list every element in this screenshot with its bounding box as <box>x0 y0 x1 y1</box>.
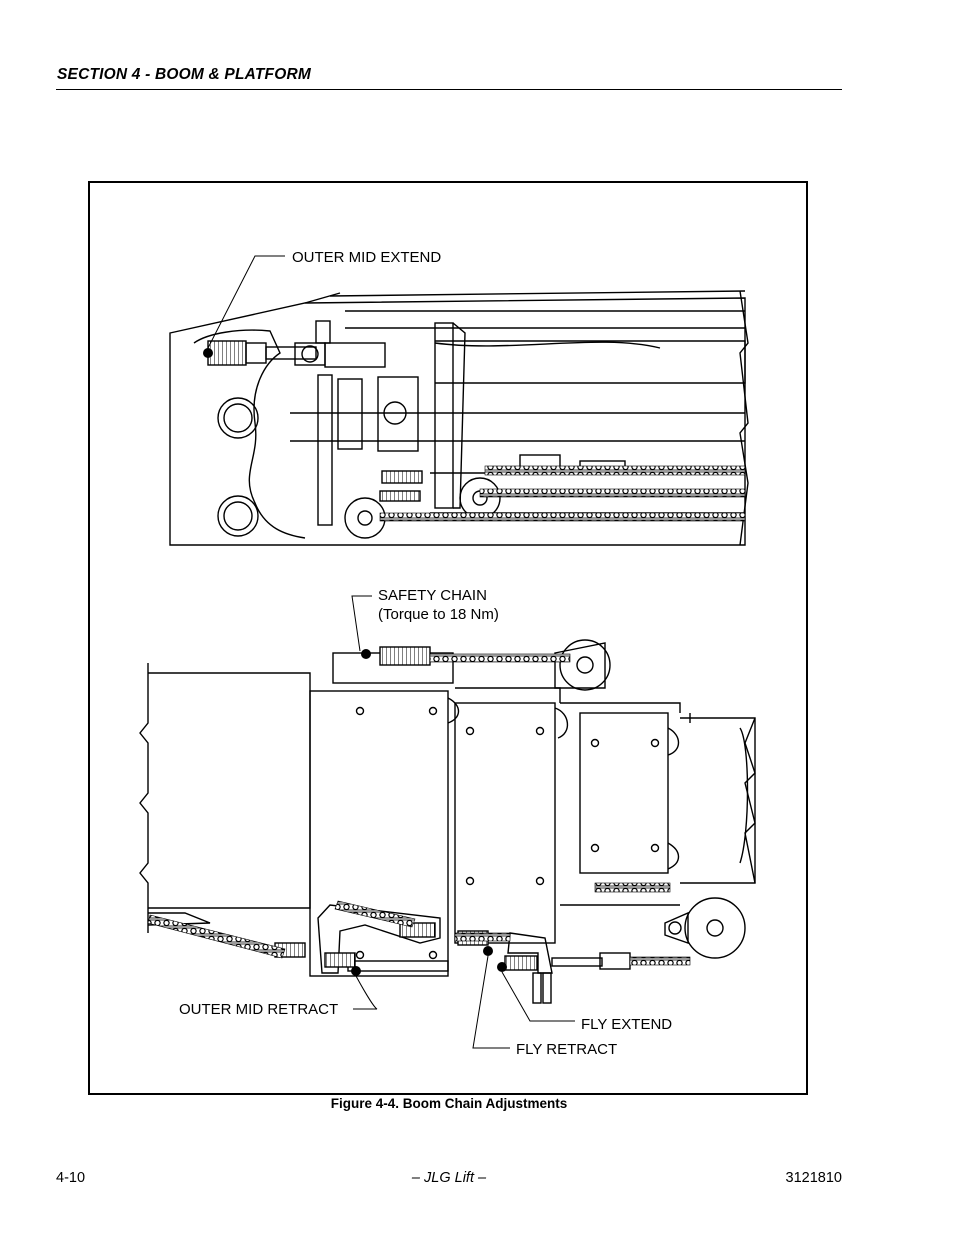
document-number: 3121810 <box>785 1170 842 1186</box>
boom-chain-diagram: OUTER MID EXTEND SAFETY CHAIN (Torque to… <box>139 249 756 1058</box>
section-header: SECTION 4 - BOOM & PLATFORM <box>57 66 311 83</box>
top-boom-drawing <box>169 290 749 546</box>
page-number: 4-10 <box>56 1170 86 1186</box>
callout-fly-extend: FLY EXTEND <box>581 1016 672 1033</box>
outer-mid-extend-leader <box>207 255 285 349</box>
footer-publisher: – JLG Lift – <box>411 1170 487 1186</box>
outer-mid-retract-adjuster <box>351 966 361 976</box>
top-chain-bottom <box>379 512 746 522</box>
safety-chain-leader <box>351 595 372 652</box>
figure-caption: Figure 4-4. Boom Chain Adjustments <box>330 1096 568 1111</box>
bottom-boom-drawing <box>139 639 756 1004</box>
top-chain-lower <box>479 488 746 498</box>
outer-mid-extend-adjuster <box>203 348 213 358</box>
callout-outer-mid-retract: OUTER MID RETRACT <box>179 1001 338 1018</box>
top-chain-upper <box>484 465 746 476</box>
fly-extend-adjuster <box>497 962 507 972</box>
fly-chain-return <box>629 956 691 966</box>
fly-retract-leader <box>472 955 510 1049</box>
fly-chain-lower <box>594 882 671 893</box>
fly-retract-adjuster <box>483 946 493 956</box>
figure-frame: OUTER MID EXTEND SAFETY CHAIN (Torque to… <box>88 181 808 1095</box>
fly-extend-leader <box>501 971 575 1022</box>
safety-chain-adjuster <box>361 649 371 659</box>
retract-chain-upper <box>334 900 416 928</box>
safety-chain <box>429 653 571 663</box>
callout-safety-chain-note: (Torque to 18 Nm) <box>378 606 499 623</box>
header-rule <box>56 89 842 90</box>
callout-safety-chain: SAFETY CHAIN <box>378 587 487 604</box>
retract-chain-left <box>147 914 286 959</box>
callout-outer-mid-extend: OUTER MID EXTEND <box>292 249 441 266</box>
outer-mid-retract-leader <box>353 975 378 1010</box>
retract-chain-mid <box>454 932 511 942</box>
callout-fly-retract: FLY RETRACT <box>516 1041 617 1058</box>
